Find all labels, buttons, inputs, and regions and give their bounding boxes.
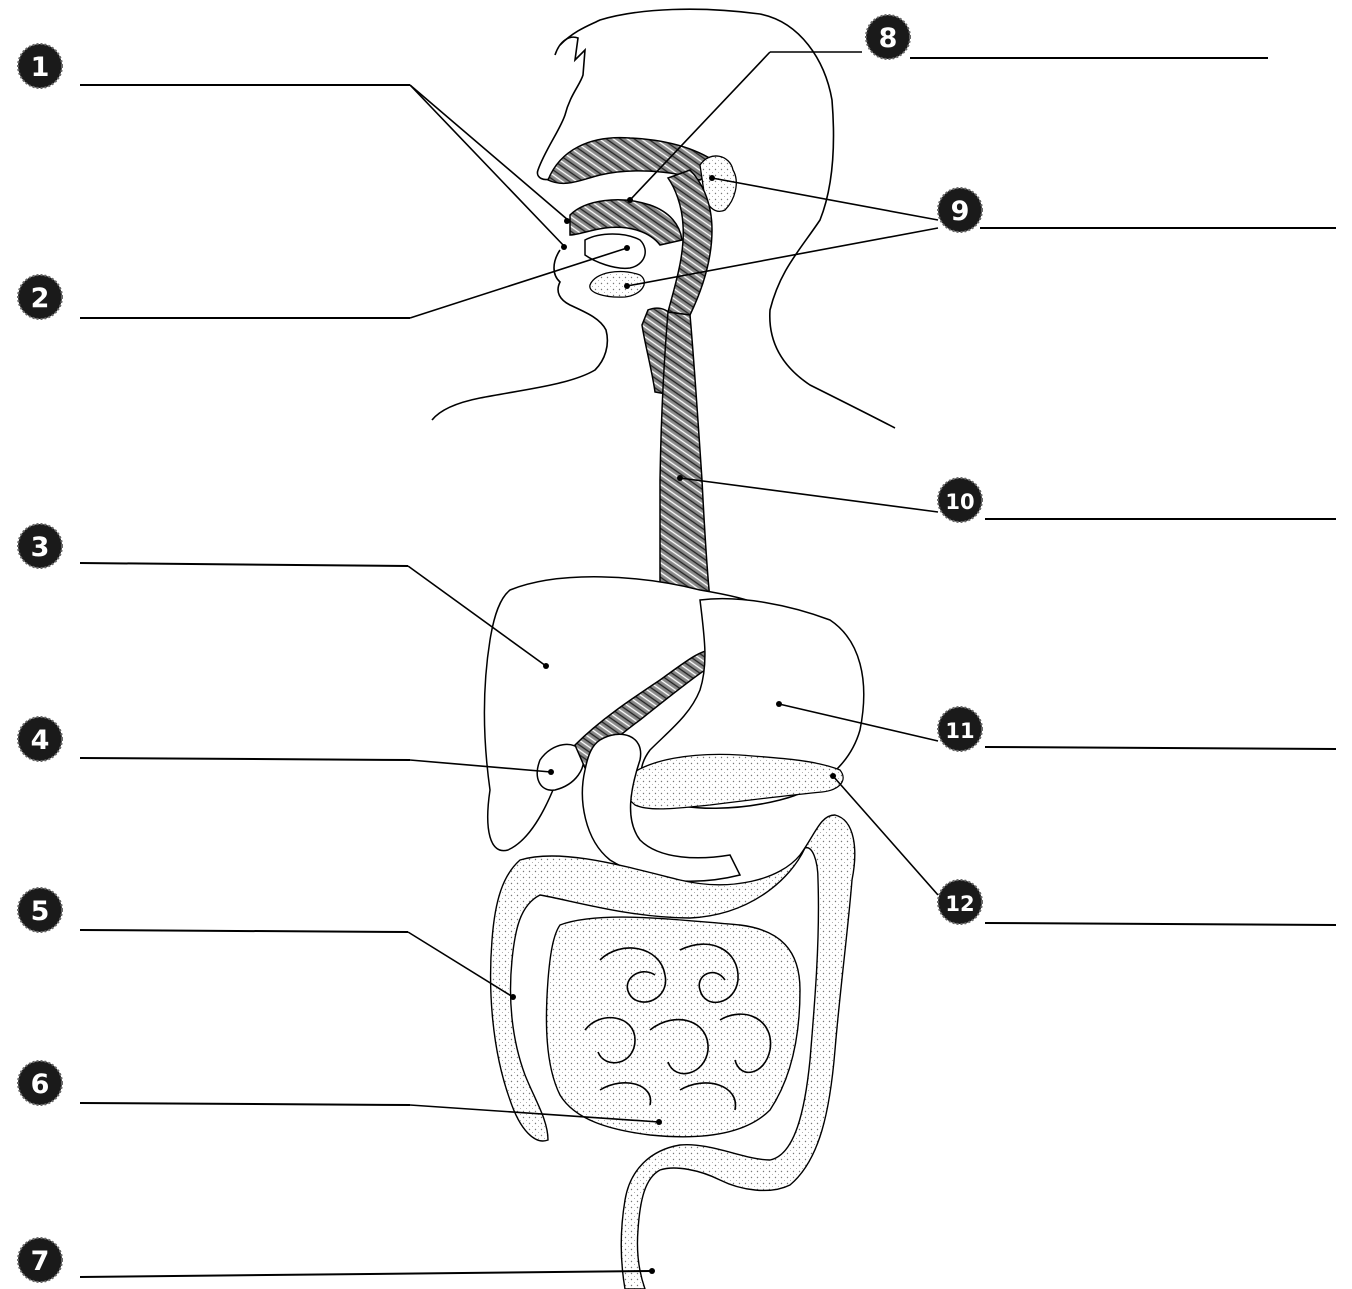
badge-5-number: 5 xyxy=(31,896,50,927)
small-intestine xyxy=(546,917,800,1137)
badge-10-number: 10 xyxy=(945,490,974,514)
badge-5: 5 xyxy=(18,888,62,932)
badge-6: 6 xyxy=(18,1061,62,1105)
badge-12: 12 xyxy=(938,880,982,924)
badge-6-number: 6 xyxy=(31,1069,50,1100)
badge-4-number: 4 xyxy=(31,725,50,756)
badge-3-number: 3 xyxy=(31,532,50,563)
badge-2: 2 xyxy=(18,275,62,319)
badge-12-number: 12 xyxy=(945,892,974,916)
badge-4: 4 xyxy=(18,717,62,761)
badge-3: 3 xyxy=(18,524,62,568)
badge-1-number: 1 xyxy=(31,52,50,83)
badge-11: 11 xyxy=(938,707,982,751)
pancreas xyxy=(625,754,843,809)
badge-7-number: 7 xyxy=(31,1246,50,1277)
oral-cavity-tongue xyxy=(570,200,682,269)
badge-10: 10 xyxy=(938,478,982,522)
badge-9-number: 9 xyxy=(951,196,970,227)
badge-11-number: 11 xyxy=(945,719,974,743)
badge-8: 8 xyxy=(866,15,910,59)
badge-7: 7 xyxy=(18,1238,62,1282)
badge-9: 9 xyxy=(938,188,982,232)
badge-8-number: 8 xyxy=(879,23,898,54)
badge-2-number: 2 xyxy=(31,283,50,314)
badge-1: 1 xyxy=(18,44,62,88)
esophagus xyxy=(660,312,710,600)
